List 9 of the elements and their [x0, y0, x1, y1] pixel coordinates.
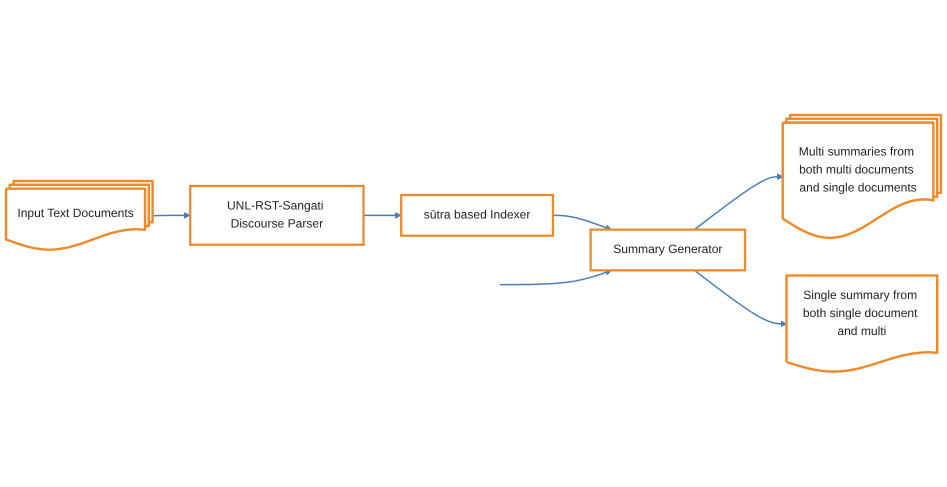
arrow	[694, 174, 784, 230]
node-box: UNL-RST-Sangati Discourse Parser	[189, 185, 365, 246]
arrow	[152, 212, 191, 219]
node-box: sūtra based Indexer	[400, 194, 554, 237]
arrow	[552, 214, 612, 231]
arrow	[694, 270, 788, 328]
arrow	[500, 269, 612, 286]
node-box: Summary Generator	[590, 228, 746, 272]
arrow	[364, 212, 402, 219]
